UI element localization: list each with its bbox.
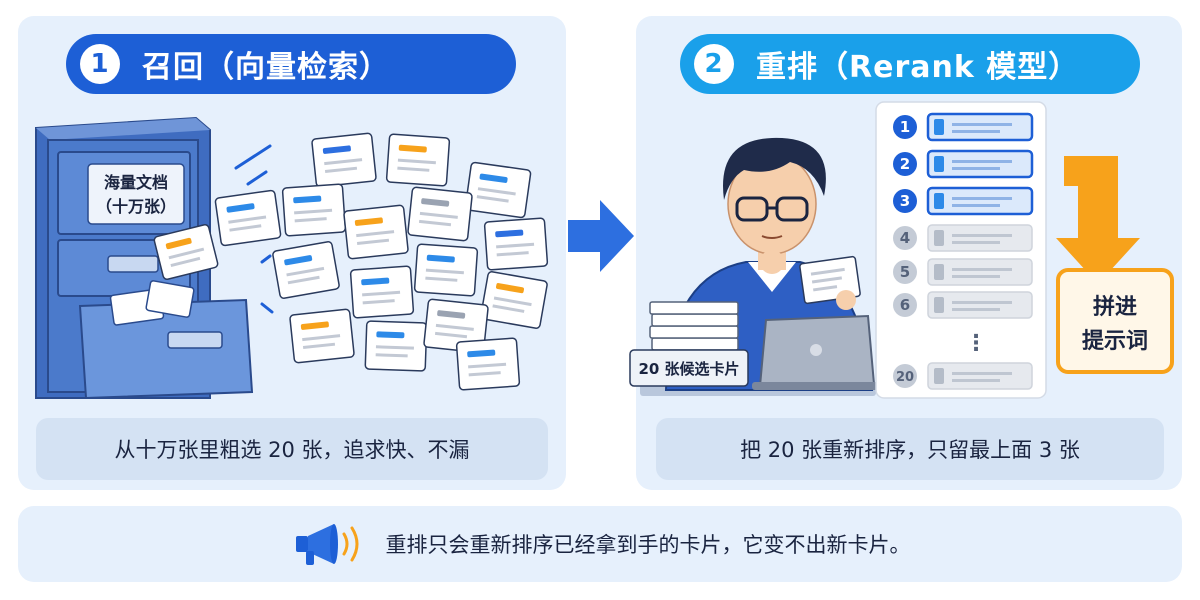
megaphone-icon	[295, 524, 358, 565]
recall-title: 召回（向量检索）	[142, 50, 390, 85]
rerank-caption: 把 20 张重新排序，只留最上面 3 张	[656, 418, 1164, 480]
note-bar: 重排只会重新排序已经拿到手的卡片，它变不出新卡片。	[18, 506, 1182, 582]
rerank-title-pill: 2 重排（Rerank 模型）	[680, 34, 1140, 94]
step-number-badge: 1	[80, 44, 120, 84]
flow-arrow-icon	[568, 200, 634, 272]
note-text: 重排只会重新排序已经拿到手的卡片，它变不出新卡片。	[385, 533, 911, 557]
rerank-title: 重排（Rerank 模型）	[756, 50, 1080, 85]
step-number-badge: 2	[694, 44, 734, 84]
recall-title-pill: 1 召回（向量检索）	[66, 34, 516, 94]
recall-caption: 从十万张里粗选 20 张，追求快、不漏	[36, 418, 548, 480]
